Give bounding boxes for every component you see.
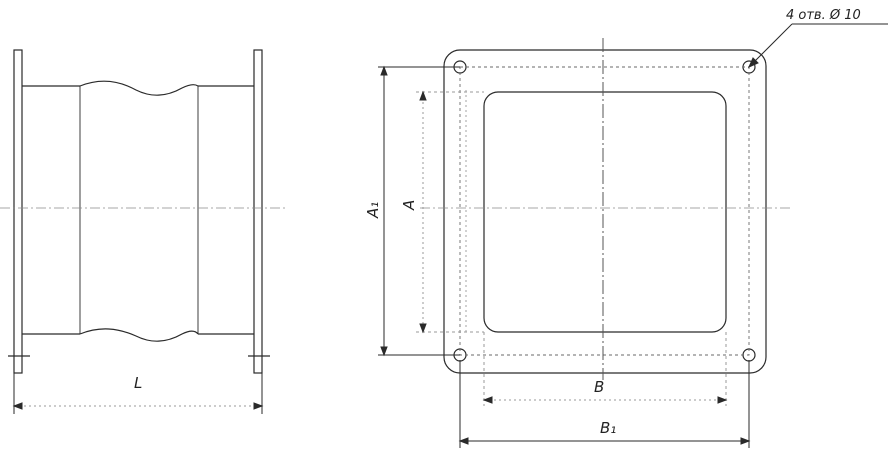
- front-view: [443, 49, 767, 374]
- outer-width-label: B₁: [600, 419, 616, 437]
- holes-note: 4 отв. Ø 10: [786, 8, 861, 23]
- bolt-pattern-frame: [459, 66, 750, 356]
- side-view: [8, 49, 270, 374]
- left-flange: [13, 49, 23, 374]
- flange-outer-frame: [443, 49, 767, 374]
- inner-width-label: B: [594, 378, 604, 396]
- dimension-outer-height: [378, 65, 460, 357]
- dimension-outer-width: [458, 360, 751, 448]
- outer-height-label: A₁: [364, 202, 382, 219]
- dimension-length: [12, 373, 264, 414]
- length-label: L: [134, 374, 142, 392]
- inner-height-label: A: [400, 200, 418, 211]
- fabric-top-edge: [79, 80, 199, 96]
- dimension-inner-width: [482, 332, 728, 406]
- dimension-inner-height: [416, 90, 484, 334]
- fabric-bottom-edge: [79, 328, 199, 342]
- holes-leader: [748, 23, 888, 68]
- duct-opening: [483, 91, 727, 333]
- right-flange: [253, 49, 263, 374]
